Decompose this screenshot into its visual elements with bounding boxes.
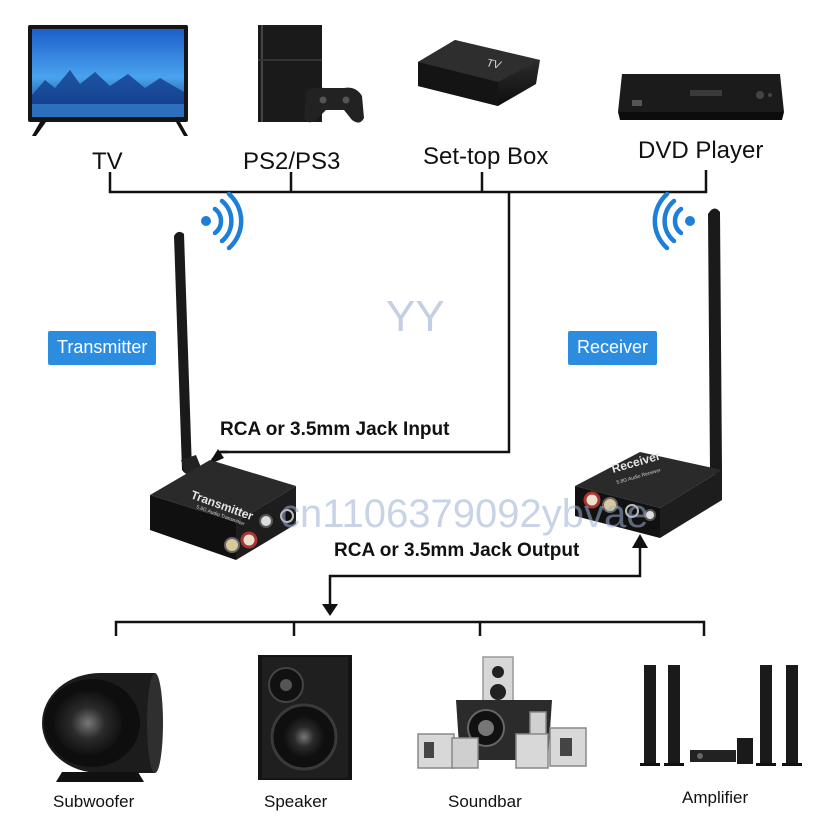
watermark-center: YY bbox=[386, 292, 445, 341]
source-label-tv: TV bbox=[92, 148, 123, 175]
output-label-amplifier: Amplifier bbox=[682, 788, 749, 807]
dvd-player-icon bbox=[618, 74, 784, 120]
transmitter-tag: Transmitter bbox=[48, 331, 157, 365]
receiver-tag: Receiver bbox=[568, 331, 658, 365]
output-up-arrow bbox=[632, 534, 648, 548]
output-connector-lines bbox=[114, 540, 706, 636]
source-label-dvd-player: DVD Player bbox=[638, 137, 764, 164]
output-label-soundbar: Soundbar bbox=[448, 792, 522, 811]
input-jack-label: RCA or 3.5mm Jack Input bbox=[220, 419, 450, 440]
subwoofer-icon bbox=[42, 673, 163, 782]
amplifier-icon bbox=[640, 665, 802, 766]
tv-icon bbox=[28, 25, 188, 136]
watermark-overlay: cn1106379092ybvae bbox=[280, 492, 649, 536]
output-label-subwoofer: Subwoofer bbox=[53, 792, 135, 811]
source-label-set-top-box: Set-top Box bbox=[423, 143, 549, 170]
wifi-signal-icon-receiver bbox=[652, 191, 695, 251]
soundbar-icon bbox=[417, 656, 587, 769]
set-top-box-icon: TV bbox=[418, 40, 540, 106]
output-jack-label: RCA or 3.5mm Jack Output bbox=[334, 540, 580, 561]
speaker-icon bbox=[258, 655, 352, 780]
set-top-box-logo: TV bbox=[485, 57, 503, 72]
wifi-signal-icon-transmitter bbox=[201, 191, 244, 251]
game-console-icon bbox=[258, 25, 364, 123]
output-down-arrow bbox=[322, 604, 338, 616]
receiver-device: Receiver 5.8G Audio Receiver bbox=[575, 208, 722, 538]
input-connector-lines bbox=[108, 170, 708, 454]
transmitter-device: Transmitter 5.8G Audio Transmitter bbox=[150, 231, 296, 560]
source-label-ps2-ps3: PS2/PS3 bbox=[243, 148, 341, 175]
output-label-speaker: Speaker bbox=[264, 792, 328, 811]
